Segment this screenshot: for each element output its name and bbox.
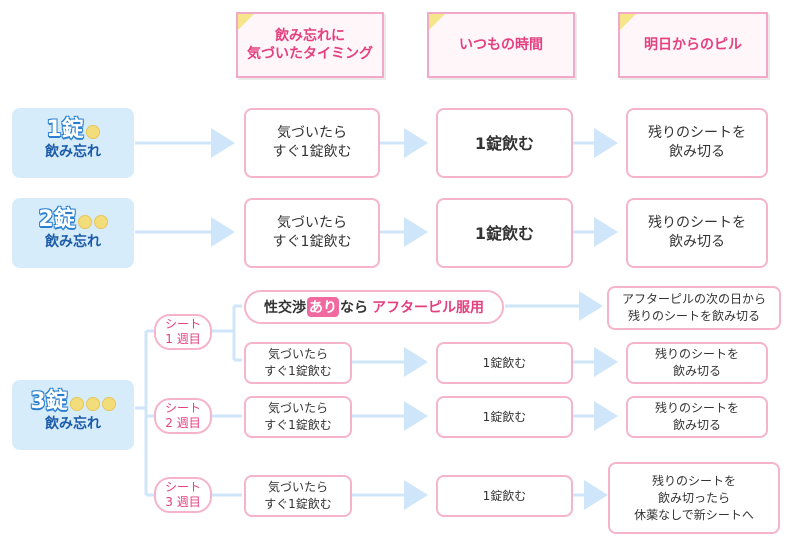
afterpill-before: 性交渉 bbox=[264, 300, 306, 316]
pill-icon bbox=[93, 214, 108, 229]
afterpill-pink: アフターピル服用 bbox=[372, 300, 484, 316]
row1-sub: 飲み忘れ bbox=[45, 144, 101, 160]
w2-finish-box: 残りのシートを 飲み切る bbox=[626, 396, 768, 438]
header-from-tomorrow-label: 明日からのピル bbox=[644, 37, 742, 53]
row-label-2: 2錠 飲み忘れ bbox=[12, 198, 134, 268]
w2-take-one-box: 1錠飲む bbox=[436, 396, 573, 438]
fold-corner-icon bbox=[429, 14, 445, 30]
afterpill-condition: 性交渉ありならアフターピル服用 bbox=[244, 290, 504, 324]
r2-notice-box: 気づいたら すぐ1錠飲む bbox=[244, 198, 380, 268]
header-usual-time-label: いつもの時間 bbox=[459, 37, 543, 53]
header-usual-time: いつもの時間 bbox=[427, 12, 575, 78]
w3-notice-box: 気づいたら すぐ1錠飲む bbox=[244, 475, 352, 517]
pill-icon bbox=[77, 214, 92, 229]
w2-notice-box: 気づいたら すぐ1錠飲む bbox=[244, 396, 352, 438]
afterpill-middle: なら bbox=[340, 300, 368, 316]
r2-take-one-box: 1錠飲む bbox=[436, 198, 573, 268]
row-label-1: 1錠 飲み忘れ bbox=[12, 108, 134, 178]
afterpill-highlight: あり bbox=[307, 297, 339, 317]
sheet-week-3: シート 3 週目 bbox=[154, 477, 212, 513]
r1-notice-box: 気づいたら すぐ1錠飲む bbox=[244, 108, 380, 178]
row3-count: 3錠 bbox=[30, 389, 68, 414]
row3-sub: 飲み忘れ bbox=[45, 416, 101, 432]
sheet-week-1: シート 1 週目 bbox=[154, 314, 212, 350]
header-from-tomorrow: 明日からのピル bbox=[618, 12, 768, 78]
row2-sub: 飲み忘れ bbox=[45, 234, 101, 250]
w1-take-one-box: 1錠飲む bbox=[436, 342, 573, 384]
pill-icon bbox=[85, 396, 100, 411]
w1-notice-box: 気づいたら すぐ1錠飲む bbox=[244, 342, 352, 384]
row1-count: 1錠 bbox=[46, 117, 84, 142]
row-label-3: 3錠 飲み忘れ bbox=[12, 380, 134, 450]
w3-take-one-box: 1錠飲む bbox=[436, 475, 573, 517]
pill-icon bbox=[69, 396, 84, 411]
sheet-week-2: シート 2 週目 bbox=[154, 398, 212, 434]
pill-icon bbox=[101, 396, 116, 411]
fold-corner-icon bbox=[238, 14, 254, 30]
header-timing: 飲み忘れに 気づいたタイミング bbox=[236, 12, 384, 78]
header-timing-label: 飲み忘れに 気づいたタイミング bbox=[247, 28, 373, 62]
afterpill-result-box: アフターピルの次の日から 残りのシートを飲み切る bbox=[607, 286, 781, 330]
r1-take-one-box: 1錠飲む bbox=[436, 108, 573, 178]
w1-finish-box: 残りのシートを 飲み切る bbox=[626, 342, 768, 384]
r2-finish-box: 残りのシートを 飲み切る bbox=[626, 198, 768, 268]
fold-corner-icon bbox=[620, 14, 636, 30]
row2-count: 2錠 bbox=[38, 207, 76, 232]
pill-icon bbox=[85, 124, 100, 139]
w3-final-box: 残りのシートを 飲み切ったら 休薬なしで新シートへ bbox=[608, 462, 780, 534]
r1-finish-box: 残りのシートを 飲み切る bbox=[626, 108, 768, 178]
